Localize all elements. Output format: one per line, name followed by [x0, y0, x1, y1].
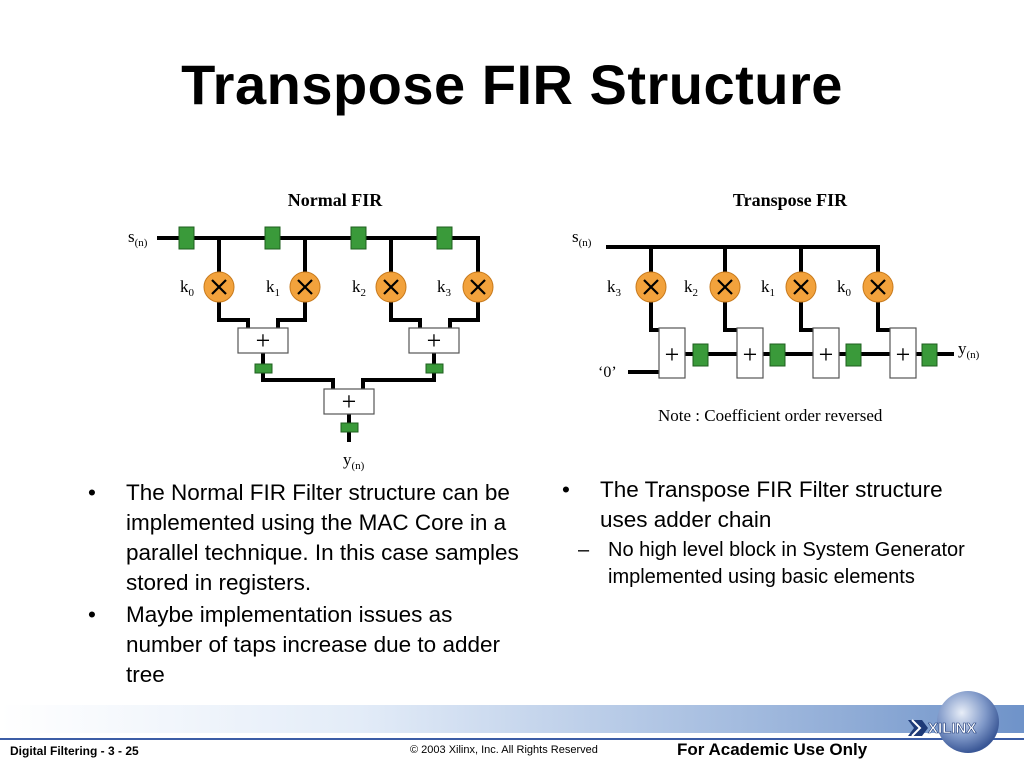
multiplier-icon: [288, 270, 322, 304]
transpose-input-label: s(n): [572, 227, 592, 249]
coeff-label: k1: [266, 277, 280, 299]
multiplier-icon: [374, 270, 408, 304]
coeff-label: k1: [761, 277, 775, 299]
multiplier-icon: [202, 270, 236, 304]
bullet-text: The Normal FIR Filter structure can be i…: [126, 480, 519, 595]
transpose-output-label: y(n): [958, 339, 980, 361]
right-bullet-list: • The Transpose FIR Filter structure use…: [562, 475, 982, 591]
transpose-fir-diagram: Transpose FIR s(n): [572, 190, 980, 425]
register: [425, 363, 444, 374]
register: [769, 343, 786, 367]
footer-copyright: © 2003 Xilinx, Inc. All Rights Reserved: [410, 744, 598, 756]
register: [845, 343, 862, 367]
multiplier-icon: [861, 270, 895, 304]
adder: +: [427, 326, 442, 355]
logo-text: XILINX: [928, 720, 976, 737]
adder: +: [256, 326, 271, 355]
footer-band: [0, 705, 1024, 733]
coeff-label: k0: [837, 277, 852, 299]
normal-input-label: s(n): [128, 227, 148, 249]
bullet-item: • The Normal FIR Filter structure can be…: [88, 478, 528, 598]
coeff-label: k0: [180, 277, 195, 299]
register: [264, 226, 281, 250]
register: [692, 343, 709, 367]
normal-fir-diagram: Normal FIR s(n): [128, 190, 495, 472]
footer-rule: [0, 738, 1024, 740]
normal-fir-heading: Normal FIR: [288, 190, 383, 210]
register: [921, 343, 938, 367]
bullet-text: The Transpose FIR Filter structure uses …: [600, 477, 943, 532]
bullet-dot: •: [562, 477, 570, 502]
left-bullet-list: • The Normal FIR Filter structure can be…: [88, 478, 528, 692]
coefficient-note: Note : Coefficient order reversed: [658, 406, 883, 425]
footer-page-label: Digital Filtering - 3 - 25: [10, 744, 139, 758]
adder: +: [743, 340, 758, 369]
register: [350, 226, 367, 250]
bullet-item: • The Transpose FIR Filter structure use…: [562, 475, 982, 535]
coeff-label: k3: [607, 277, 622, 299]
adder: +: [665, 340, 680, 369]
zero-input-label: ‘0’: [598, 364, 617, 381]
multiplier-icon: [784, 270, 818, 304]
bullet-text: Maybe implementation issues as number of…: [126, 602, 500, 687]
sub-bullet-text: No high level block in System Generator …: [608, 539, 965, 588]
transpose-fir-heading: Transpose FIR: [733, 190, 848, 210]
register: [436, 226, 453, 250]
sub-bullet-item: – No high level block in System Generato…: [562, 537, 982, 591]
multiplier-icon: [708, 270, 742, 304]
coeff-label: k2: [684, 277, 698, 299]
adder: +: [896, 340, 911, 369]
footer-academic-note: For Academic Use Only: [677, 740, 868, 759]
fir-diagrams: Normal FIR s(n): [128, 190, 980, 472]
slide-title: Transpose FIR Structure: [181, 53, 843, 116]
bullet-dot: •: [88, 480, 96, 505]
normal-output-label: y(n): [343, 450, 365, 472]
bullet-dot: •: [88, 602, 96, 627]
multiplier-icon: [634, 270, 668, 304]
register: [254, 363, 273, 374]
xilinx-logo: XILINX: [908, 691, 999, 753]
sub-bullet-dash: –: [578, 539, 590, 561]
register: [340, 422, 359, 433]
coeff-label: k3: [437, 277, 452, 299]
multiplier-icon: [461, 270, 495, 304]
coeff-label: k2: [352, 277, 366, 299]
bullet-item: • Maybe implementation issues as number …: [88, 600, 528, 690]
register: [178, 226, 195, 250]
adder: +: [342, 387, 357, 416]
adder: +: [819, 340, 834, 369]
